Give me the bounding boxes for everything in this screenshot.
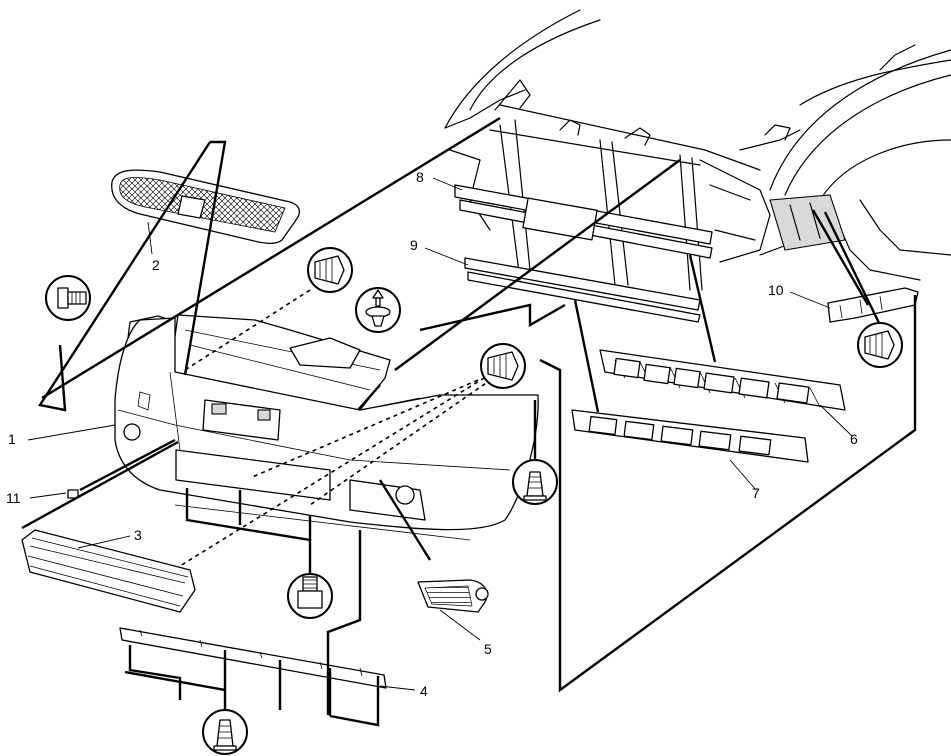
- push-pin-clip-icon: [307, 247, 353, 293]
- callout-4: 4: [420, 683, 428, 699]
- part-9-lower-bar: [464, 257, 701, 323]
- part-7-lower-absorber: [571, 409, 809, 463]
- hex-flange-bolt-icon: [45, 275, 91, 321]
- hex-bolt-icon: [287, 573, 333, 619]
- part-1-bumper-fascia: [114, 314, 539, 541]
- part-10-bumper-bracket: [827, 287, 919, 323]
- callout-leaders: [27, 177, 853, 691]
- callout-9: 9: [410, 237, 418, 253]
- part-5-fog-lamp-cover: [417, 579, 489, 613]
- part-4-lower-strip: [119, 627, 387, 689]
- callout-3: 3: [134, 527, 142, 543]
- push-pin-clip-icon: [512, 459, 558, 505]
- callout-7: 7: [752, 485, 760, 501]
- dashed-guides: [179, 289, 506, 567]
- part-3-lower-grille: [21, 529, 196, 613]
- vehicle-front-body: [444, 9, 951, 291]
- callout-11: 11: [6, 490, 21, 506]
- callout-10: 10: [768, 282, 784, 298]
- push-pin-clip-icon: [480, 343, 526, 389]
- callout-1: 1: [8, 431, 16, 447]
- push-pin-clip-icon: [857, 322, 903, 368]
- part-6-energy-absorber: [599, 349, 846, 411]
- callout-numbers: 1 2 3 4 5 6 7 8 9 10 11: [6, 169, 858, 699]
- part-2-upper-grille: [111, 169, 301, 245]
- lead-lines: [21, 116, 917, 727]
- callout-8: 8: [416, 169, 424, 185]
- part-11-clip: [67, 489, 79, 499]
- callout-2: 2: [152, 257, 160, 273]
- part-8-upper-bar: [454, 184, 713, 259]
- push-pin-clip-icon: [202, 709, 248, 755]
- screw-with-grommet-icon: [355, 287, 401, 333]
- callout-5: 5: [484, 641, 492, 657]
- callout-6: 6: [850, 431, 858, 447]
